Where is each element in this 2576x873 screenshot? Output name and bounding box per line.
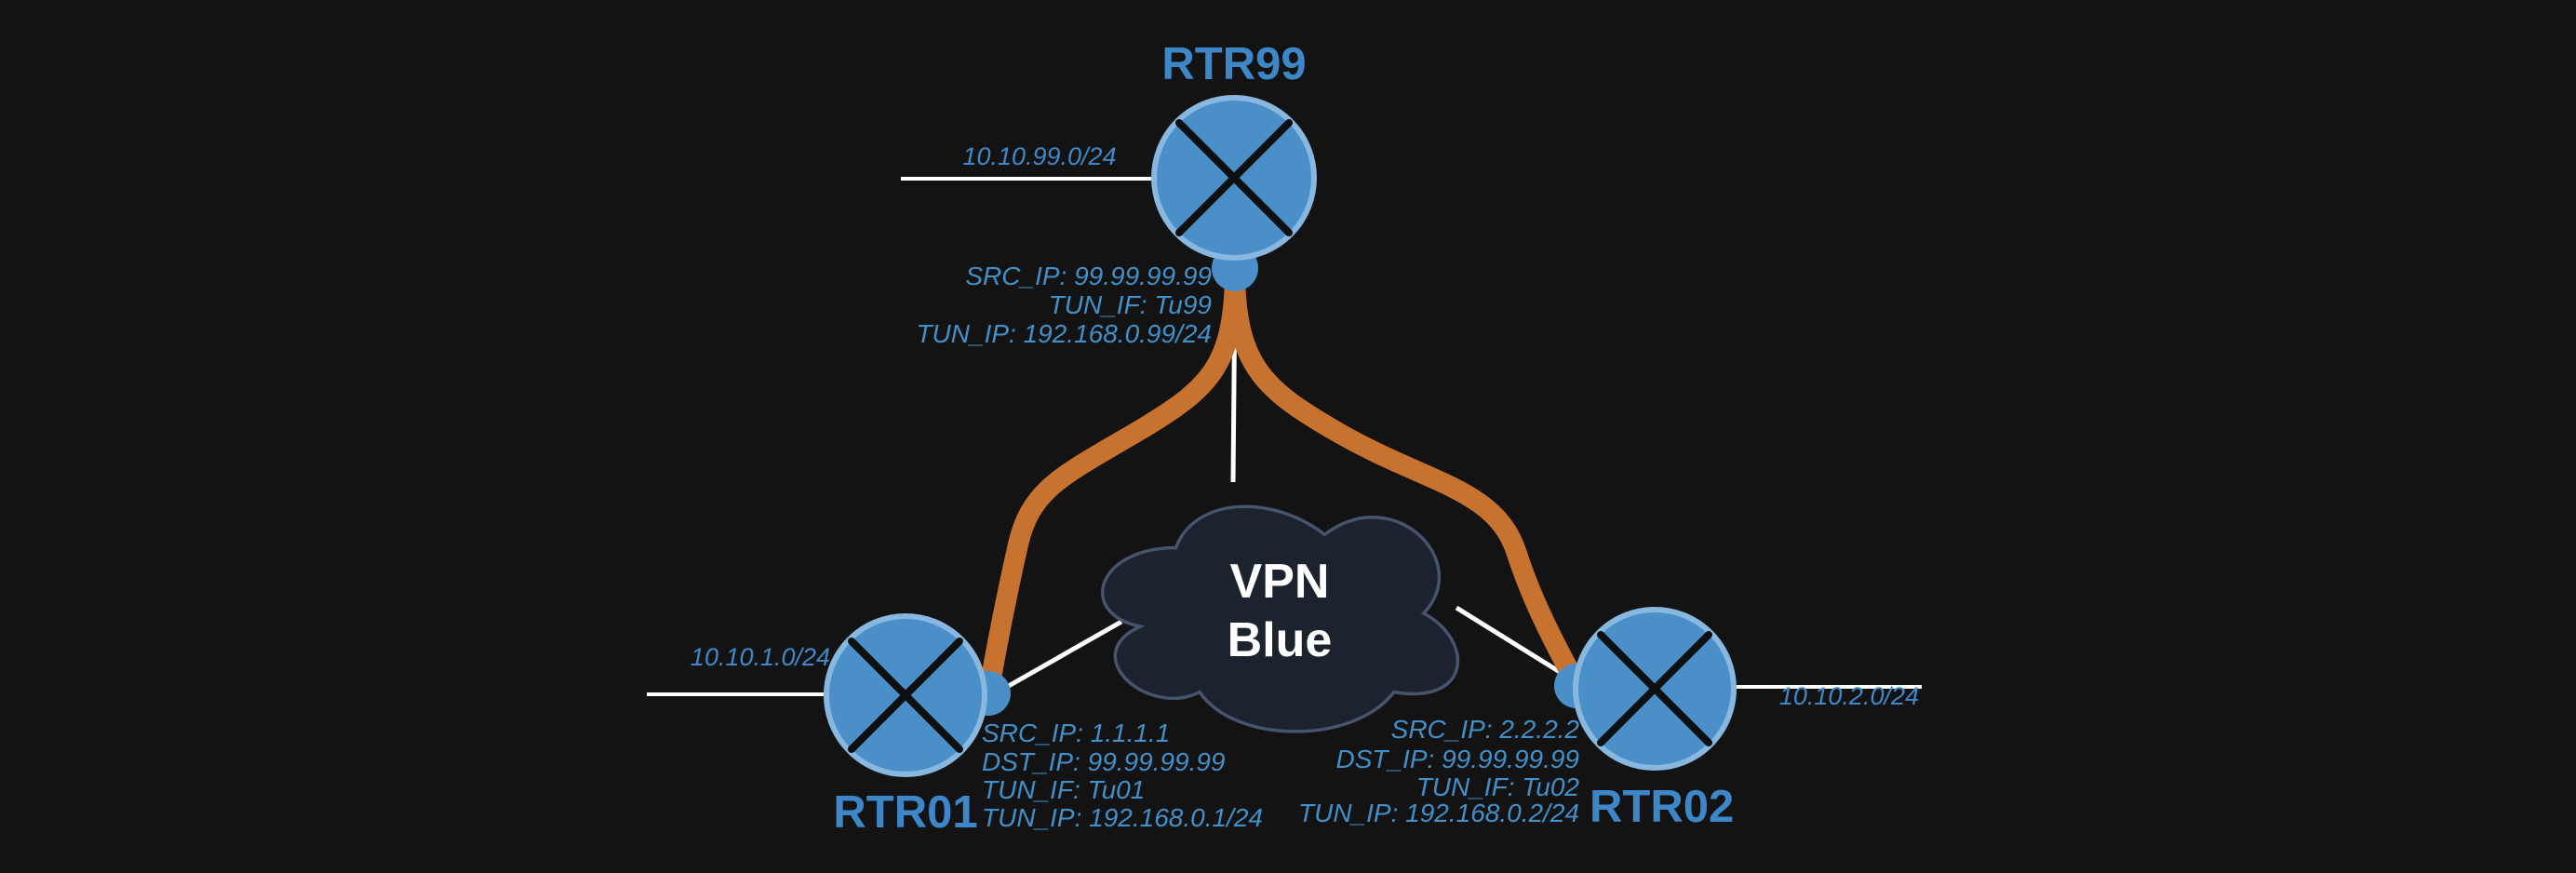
rtr99-src-ip: SRC_IP: 99.99.99.99: [965, 262, 1212, 290]
rtr02-tun-if: TUN_IF: Tu02: [1416, 772, 1580, 801]
router-rtr02-node[interactable]: RTR02 10.10.2.0/24 SRC_IP: 2.2.2.2 DST_I…: [1298, 607, 1919, 832]
rtr01-dst-ip: DST_IP: 99.99.99.99: [982, 747, 1226, 776]
rtr99-title: RTR99: [1161, 39, 1306, 89]
router-rtr99-node[interactable]: RTR99 10.10.99.0/24 SRC_IP: 99.99.99.99 …: [916, 39, 1317, 348]
rtr02-router-x-mark: [1597, 631, 1712, 746]
rtr02-tunnel-info-block: SRC_IP: 2.2.2.2 DST_IP: 99.99.99.99 TUN_…: [1298, 715, 1579, 827]
rtr99-router-x-mark: [1175, 119, 1293, 236]
tunnel-rtr02-to-rtr99[interactable]: [1225, 267, 1587, 694]
rtr99-tun-ip: TUN_IP: 192.168.0.99/24: [916, 319, 1212, 348]
tunnel-rtr01-to-rtr99[interactable]: [979, 267, 1245, 699]
rtr01-tun-ip: TUN_IP: 192.168.0.1/24: [982, 803, 1263, 832]
rtr01-title: RTR01: [833, 787, 977, 838]
rtr02-dst-ip: DST_IP: 99.99.99.99: [1335, 745, 1579, 773]
rtr02-tun-ip: TUN_IP: 192.168.0.2/24: [1298, 799, 1579, 827]
link-rtr01-cloud[interactable]: [999, 619, 1123, 693]
vpn-cloud-label-line1: VPN: [1230, 555, 1330, 609]
rtr02-title: RTR02: [1590, 782, 1734, 832]
vpn-cloud-label-line2: Blue: [1228, 613, 1333, 667]
rtr99-tunnel-info-block: SRC_IP: 99.99.99.99 TUN_IF: Tu99 TUN_IP:…: [916, 262, 1212, 348]
rtr01-router-x-mark: [848, 638, 963, 753]
rtr02-src-ip: SRC_IP: 2.2.2.2: [1391, 715, 1580, 744]
rtr01-tun-if: TUN_IF: Tu01: [982, 775, 1145, 804]
vpn-cloud-shape[interactable]: [1101, 504, 1460, 733]
rtr01-lan-network-label: 10.10.1.0/24: [691, 643, 830, 671]
rtr99-lan-network-label: 10.10.99.0/24: [962, 142, 1116, 170]
router-rtr01-node[interactable]: RTR01 10.10.1.0/24 SRC_IP: 1.1.1.1 DST_I…: [691, 613, 1263, 838]
rtr02-lan-network-label: 10.10.2.0/24: [1779, 682, 1919, 710]
rtr01-tunnel-info-block: SRC_IP: 1.1.1.1 DST_IP: 99.99.99.99 TUN_…: [982, 719, 1263, 832]
rtr01-src-ip: SRC_IP: 1.1.1.1: [982, 719, 1170, 747]
rtr99-tun-if: TUN_IF: Tu99: [1049, 290, 1212, 319]
